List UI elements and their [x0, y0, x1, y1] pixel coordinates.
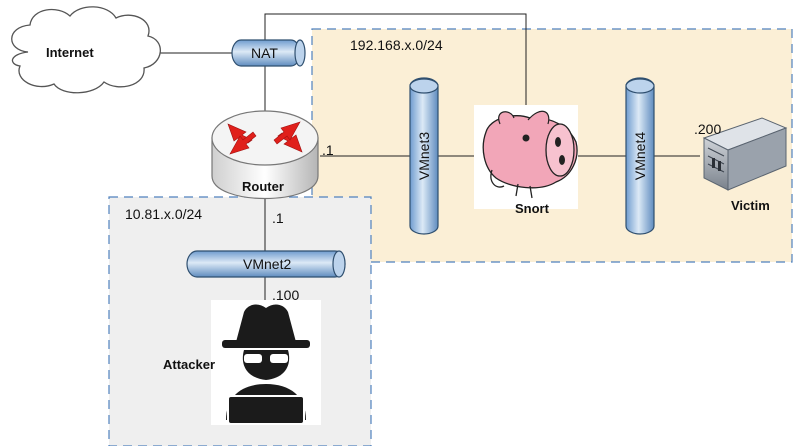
vmnet3-pipe [409, 77, 439, 235]
vmnet4-pipe [625, 77, 655, 235]
cloud-icon [11, 6, 161, 94]
snort-label: Snort [515, 201, 549, 216]
internal-subnet-label: 192.168.x.0/24 [350, 37, 443, 53]
victim-label: Victim [731, 198, 770, 213]
vmnet2-label: VMnet2 [243, 256, 292, 272]
router-internal-address: .1 [322, 142, 334, 158]
hacker-icon [211, 300, 321, 425]
nat-label: NAT [251, 45, 278, 61]
nat-pipe [231, 39, 306, 67]
router-icon [211, 110, 319, 199]
vmnet3-label: VMnet3 [416, 131, 432, 181]
snort-pig-icon [474, 105, 578, 209]
vmnet2-pipe [186, 250, 346, 278]
internet-label: Internet [46, 45, 94, 60]
attacker-label: Attacker [163, 357, 216, 372]
server-icon [702, 117, 788, 191]
vmnet4-label: VMnet4 [632, 131, 648, 181]
router-attacker-address: .1 [272, 210, 284, 226]
victim-address: .200 [694, 121, 722, 137]
attacker-address: .100 [272, 287, 300, 303]
attacker-subnet-label: 10.81.x.0/24 [125, 206, 203, 222]
router-label: Router [242, 179, 284, 194]
